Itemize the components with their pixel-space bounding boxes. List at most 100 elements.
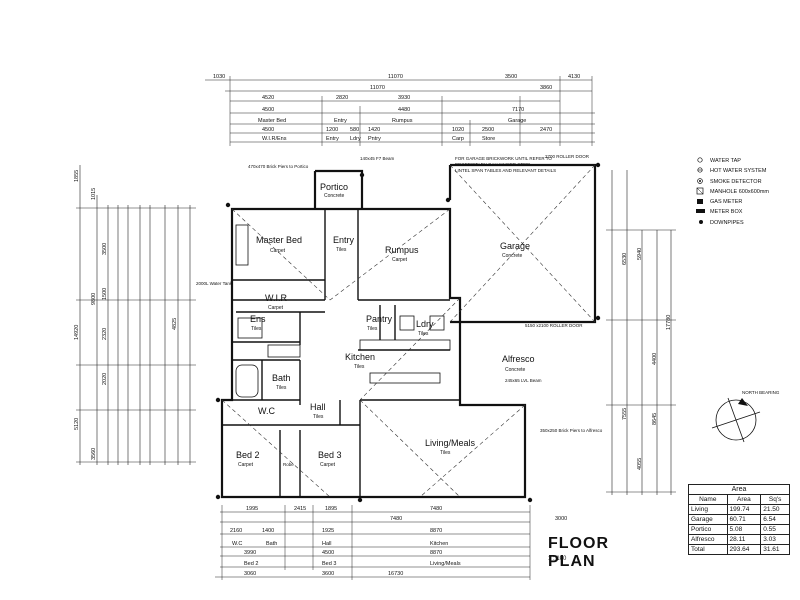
room-master-bed-finish: Carpet — [270, 248, 286, 254]
dim-top-1a: 1030 — [213, 74, 225, 80]
dim-top-5c: Rumpus — [392, 118, 413, 124]
room-garage: Garage — [500, 241, 530, 251]
note-roller-door-front: 5150 x2100 ROLLER DOOR — [525, 323, 583, 328]
dim-top-5a: Master Bed — [258, 118, 286, 124]
room-ens-finish: Tiles — [251, 326, 262, 332]
room-wc: W.C — [258, 406, 275, 416]
legend-hot-water: HOT WATER SYSTEM — [710, 168, 767, 174]
garage-note-line-1: FOR GARAGE BRICKWORK UNTIL REFER TO — [455, 156, 552, 161]
hot-water-icon — [697, 167, 703, 173]
smoke-detector-icon — [697, 178, 703, 184]
dim-bot-1d: 7480 — [430, 506, 442, 512]
table-cell: 6.54 — [760, 514, 790, 525]
table-cell: 21.50 — [760, 504, 790, 515]
room-alfresco: Alfresco — [502, 354, 535, 364]
dim-bot-4d: Kitchen — [430, 541, 448, 547]
dim-top-4a: 4500 — [262, 107, 274, 113]
dim-top-4c: 7170 — [512, 107, 524, 113]
note-alfresco-beam: 245x65 LVL Beam — [505, 378, 542, 383]
table-cell: Garage — [688, 514, 728, 525]
dim-bot-1c: 1895 — [325, 506, 337, 512]
dim-bot-6a: Bed 2 — [244, 561, 258, 567]
dim-bot-1a: 1995 — [246, 506, 258, 512]
area-header-area: Area — [726, 494, 762, 505]
room-bed3-finish: Carpet — [320, 462, 336, 468]
manhole-icon — [696, 187, 704, 195]
dim-top-2a: 11070 — [370, 85, 385, 91]
dim-top-7e: Carp — [452, 136, 464, 142]
title-block: FLOOR PLAN 1 : 100 — [548, 535, 658, 570]
room-bed3: Bed 3 — [318, 450, 342, 460]
dim-top-6c: 580 — [350, 127, 359, 133]
room-master-bed: Master Bed — [256, 235, 302, 245]
room-wir-finish: Carpet — [268, 305, 284, 311]
legend: WATER TAP HOT WATER SYSTEM SMOKE DETECTO… — [696, 157, 769, 226]
gas-meter-icon — [697, 199, 703, 204]
room-robe: Robe — [283, 462, 294, 467]
dim-bot-2a: 7480 — [390, 516, 402, 522]
dim-top-3c: 3930 — [398, 95, 410, 101]
room-pantry: Pantry — [366, 314, 393, 324]
table-cell: 5.08 — [726, 524, 762, 535]
dim-bot-3a: 2160 — [230, 528, 242, 534]
dim-top-6a: 4500 — [262, 127, 274, 133]
room-kitchen-finish: Tiles — [354, 364, 365, 370]
room-kitchen: Kitchen — [345, 352, 375, 362]
dim-bot-5b: 4500 — [322, 550, 334, 556]
meter-box-icon — [696, 209, 705, 213]
room-pantry-finish: Tiles — [367, 326, 378, 332]
legend-gas: GAS METER — [710, 199, 742, 205]
table-cell: 3.03 — [760, 534, 790, 545]
room-rumpus-finish: Carpet — [392, 257, 408, 263]
dim-top-5b: Entry — [334, 118, 347, 124]
dim-top-7f: Store — [482, 136, 495, 142]
room-alfresco-finish: Concrete — [505, 367, 526, 373]
room-living-meals: Living/Meals — [425, 438, 476, 448]
table-cell: Portico — [688, 524, 728, 535]
dim-left-6: 5120 — [74, 418, 80, 430]
dim-top-6g: 2470 — [540, 127, 552, 133]
room-rumpus: Rumpus — [385, 245, 419, 255]
legend-manhole: MANHOLE 600x600mm — [710, 189, 769, 195]
table-cell: 28.11 — [726, 534, 762, 545]
room-garage-finish: Concrete — [502, 253, 523, 259]
dim-top-7d: Pntry — [368, 136, 381, 142]
dim-left-9: 4825 — [172, 318, 178, 330]
dim-bot-side: 3000 — [555, 516, 567, 522]
table-cell: 0.55 — [760, 524, 790, 535]
area-header-name: Name — [688, 494, 728, 505]
note-alfresco-piers: 350x250 Brick Piers to Alfresco — [540, 428, 603, 433]
table-cell: Alfresco — [688, 534, 728, 545]
dim-top-7b: Entry — [326, 136, 339, 142]
dim-bot-3c: 1925 — [322, 528, 334, 534]
room-portico-finish: Concrete — [324, 193, 345, 199]
table-cell: 31.61 — [760, 544, 790, 555]
table-row: Garage 60.71 6.54 — [688, 514, 790, 525]
dim-top-6d: 1420 — [368, 127, 380, 133]
dim-left-8: 2320 — [102, 328, 108, 340]
dim-left-2: 1015 — [91, 188, 97, 200]
room-ens: Ens — [250, 314, 266, 324]
dim-top-5d: Garage — [508, 118, 526, 124]
scale-label: 1 : 100 — [548, 556, 567, 562]
dim-right-5: 7555 — [622, 408, 628, 420]
dim-bot-4b: Bath — [266, 541, 277, 547]
dim-bot-7b: 3600 — [322, 571, 334, 577]
dim-left-7: 1500 — [102, 288, 108, 300]
room-ldry: Ldry — [416, 319, 434, 329]
garage-note-line-2: PROPRIETARY GALVANISED STEEL — [455, 162, 532, 167]
note-water-tank: 2000L Water Tank — [196, 281, 233, 286]
dim-right-4: 4400 — [652, 353, 658, 365]
water-tap-icon — [697, 157, 703, 163]
dim-bot-5a: 3990 — [244, 550, 256, 556]
area-header-squares: Sq's — [760, 494, 790, 505]
dim-bot-6b: Bed 3 — [322, 561, 336, 567]
table-row: Portico 5.08 0.55 — [688, 524, 790, 535]
room-bed2-finish: Carpet — [238, 462, 254, 468]
legend-meter-box: METER BOX — [710, 209, 743, 215]
dim-bot-4a: W.C — [232, 541, 242, 547]
table-cell: Total — [688, 544, 728, 555]
dim-left-5: 14920 — [74, 325, 80, 340]
dim-right-2: 5940 — [637, 248, 643, 260]
dim-bot-3d: 8870 — [430, 528, 442, 534]
